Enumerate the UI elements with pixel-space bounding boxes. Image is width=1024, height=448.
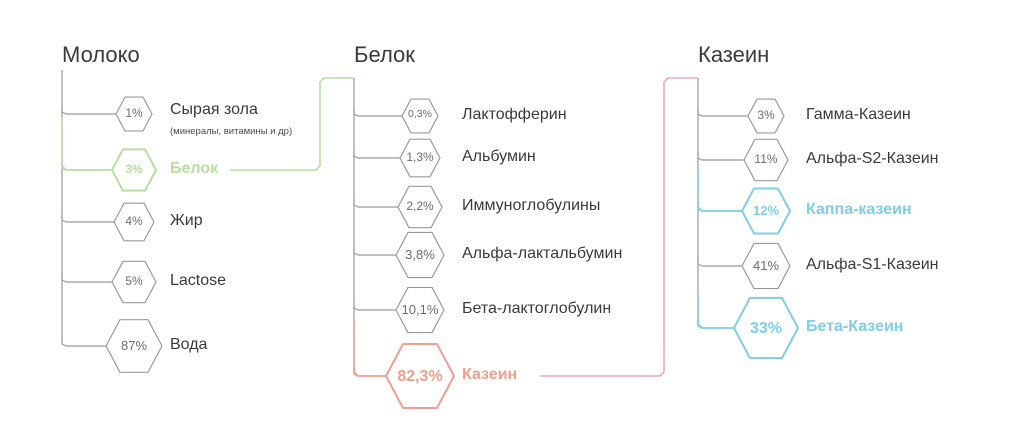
component-label: Бета-лактоглобулин: [462, 300, 612, 317]
branch-line-1-1: [353, 150, 400, 159]
percentage-value: 0,3%: [408, 108, 432, 120]
percentage-value: 1,3%: [406, 150, 434, 164]
branch-line-1-3: [353, 247, 396, 256]
branch-line-0-0: [61, 106, 116, 115]
component-label: Казеин: [462, 366, 518, 383]
hex-badge: [385, 343, 455, 409]
percentage-value: 3,8%: [405, 247, 435, 262]
component-label: Каппа-казеин: [806, 201, 912, 218]
component-label: Lactose: [170, 272, 227, 289]
protein-trunk-highlight: [61, 118, 110, 171]
beta-trunk-highlight: [697, 292, 734, 329]
percentage-value: 4%: [125, 214, 143, 228]
hex-badge: [111, 260, 157, 304]
branch-line-2-1: [697, 152, 744, 161]
branch-line-0-4: [61, 338, 106, 347]
component-note: (минералы, витамины и др): [170, 126, 293, 137]
hex-badge: [747, 98, 785, 134]
hex-badge: [401, 98, 439, 134]
percentage-value: 5%: [125, 274, 143, 288]
component-label: Белок: [170, 160, 219, 177]
branch-line-0-2: [61, 214, 114, 223]
component-label: Альфа-S2-Казеин: [806, 150, 939, 167]
branch-line-1-0: [353, 108, 402, 117]
component-label: Альбумин: [462, 148, 536, 165]
column-title-milk: Молоко: [62, 42, 140, 67]
percentage-value: 3%: [125, 162, 143, 176]
hex-badge: [395, 286, 445, 334]
component-label: Бета-Казеин: [806, 318, 904, 335]
component-label: Гамма-Казеин: [806, 106, 911, 123]
hex-badge: [397, 185, 443, 229]
column-title-protein: Белок: [354, 42, 415, 67]
link-protein-to-protein-column: [230, 77, 354, 171]
hex-badge: [113, 202, 155, 242]
percentage-value: 3%: [757, 108, 775, 122]
percentage-value: 87%: [120, 338, 148, 353]
component-label: Сырая зола: [170, 101, 258, 118]
component-label: Жир: [170, 212, 203, 229]
percentage-value: 82,3%: [397, 368, 443, 385]
component-label: Вода: [170, 336, 208, 353]
branch-line-0-3: [61, 274, 112, 283]
branch-line-2-0: [697, 108, 748, 117]
percentage-value: 41%: [752, 258, 780, 273]
branch-line-1-4: [353, 302, 396, 311]
component-label: Альфа-лактальбумин: [462, 245, 623, 262]
kappa-trunk-highlight: [697, 168, 742, 212]
component-label: Иммуноглобулины: [462, 197, 601, 214]
hex-badge: [733, 296, 799, 360]
hex-badge: [115, 96, 153, 132]
branch-line-1-2: [353, 199, 398, 208]
percentage-value: 11%: [754, 152, 778, 166]
casein-trunk-highlight: [353, 318, 386, 377]
hex-badge: [741, 242, 791, 290]
column-title-casein: Казеин: [698, 42, 770, 67]
hex-badge: [743, 138, 789, 182]
percentage-value: 2,2%: [406, 199, 434, 213]
hex-badge: [741, 187, 791, 235]
hex-badge: [399, 138, 441, 178]
percentage-value: 1%: [125, 106, 143, 120]
component-label: Лактофферин: [462, 106, 567, 123]
percentage-value: 33%: [749, 320, 783, 337]
hex-badge: [105, 319, 163, 373]
hex-badge: [111, 148, 157, 192]
hex-badge: [395, 231, 445, 279]
branch-line-2-3: [697, 258, 742, 267]
link-casein-to-casein-column: [540, 77, 698, 377]
percentage-value: 12%: [752, 203, 780, 218]
percentage-value: 10,1%: [401, 302, 439, 317]
component-label: Альфа-S1-Казеин: [806, 256, 939, 273]
